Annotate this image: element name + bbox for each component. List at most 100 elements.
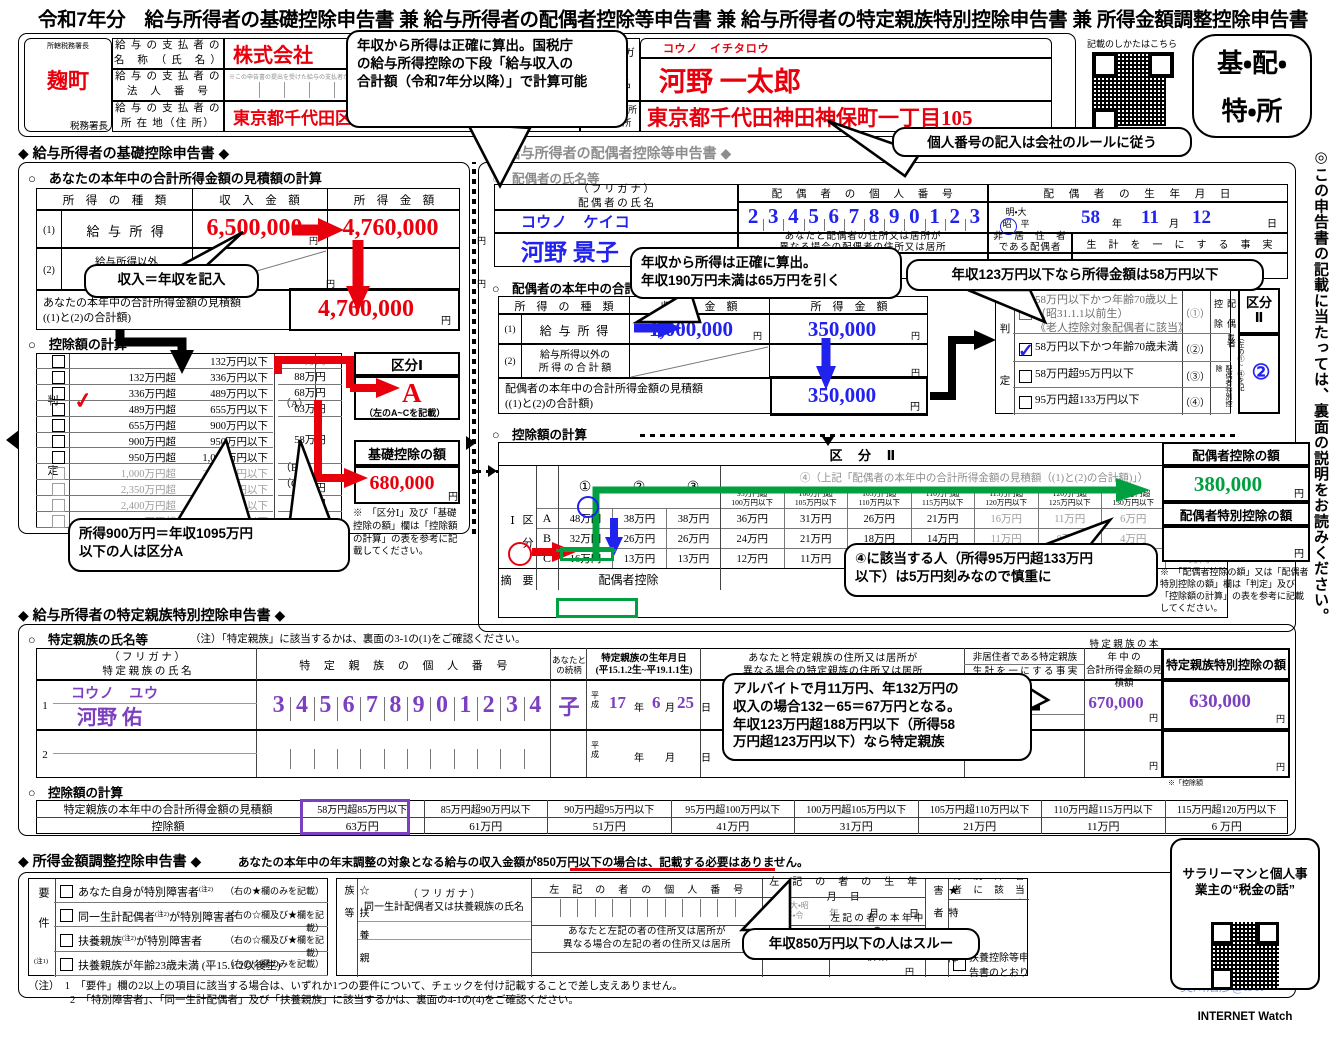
qr-finder-tr — [1148, 52, 1174, 78]
digit-divider — [453, 697, 455, 721]
callout-tail-9 — [738, 876, 792, 932]
checkbox[interactable] — [52, 482, 65, 496]
deduct-cell: 11万円 — [974, 528, 1038, 548]
mynumber-digit: 3 — [969, 203, 981, 228]
kiso-yen: 円 — [448, 492, 458, 503]
checkbox[interactable] — [60, 958, 73, 972]
relative-row2-day-unit: 日 — [701, 753, 711, 764]
relative-deduction-value-box[interactable]: 630,000 円 — [1162, 680, 1290, 730]
digit-divider — [803, 219, 805, 231]
dot-separator-arrow — [466, 436, 476, 450]
digit-divider — [884, 219, 886, 231]
basic-grade-a: （A） — [280, 398, 309, 410]
spouse-judge-label-2: 定 — [999, 375, 1011, 387]
digit-divider — [559, 899, 561, 917]
kubun2-green-underline — [556, 549, 616, 552]
kiso-title-box: 基礎控除の額 — [354, 440, 460, 466]
checkbox[interactable] — [1019, 342, 1032, 356]
mynumber-digit: 2 — [747, 203, 759, 228]
mynumber-digit: 2 — [949, 203, 960, 228]
mynumber-digit: 8 — [868, 203, 880, 228]
spouse-section-title: ◆ 給与所得者の配偶者控除等申告書 ◆ — [492, 145, 732, 161]
your-addr: 東京都千代田神田神保町一丁目105 — [647, 105, 973, 130]
relative-col-nonres: 非居住者である特定親族 生 計 を 一 に す る 事 実 — [972, 652, 1078, 677]
checkbox[interactable] — [52, 371, 65, 385]
checkbox[interactable] — [1019, 395, 1032, 409]
tax-office-suffix: 税務署長 — [69, 122, 108, 132]
kubun1-value-box[interactable]: A （左のA~Cを記載） — [354, 376, 460, 420]
checkbox[interactable] — [52, 355, 65, 369]
promo-text: サラリーマンと個人事 業主の“税金の話” — [1182, 866, 1308, 898]
band-cell: 95万円超100万円以下 — [670, 800, 795, 817]
relative-col-mynumber: 特 定 親 族 の 個 人 番 号 — [299, 660, 509, 672]
checkbox[interactable] — [52, 419, 65, 433]
mynumber-digit: 4 — [295, 691, 308, 718]
your-name-cell[interactable]: 河野 一太郎 — [640, 58, 1052, 101]
checkbox[interactable] — [60, 933, 73, 947]
haigu-tokubetsu-value-box[interactable]: 円 — [1162, 526, 1310, 562]
mynumber-digit: 9 — [412, 691, 425, 718]
your-kana: コウノ イチタロウ — [663, 43, 770, 55]
haigu-value-box[interactable]: 380,000 円 — [1162, 466, 1310, 502]
mynumber-digit: 4 — [788, 203, 799, 228]
checkbox[interactable] — [60, 909, 73, 923]
relative-row1-name: 河野 佑 — [77, 707, 142, 729]
mynumber-digit: 3 — [272, 691, 285, 718]
amount-cell: 41万円 — [670, 817, 794, 834]
qr-finder-tl — [1092, 52, 1118, 78]
basic-total-value: 4,760,000 — [318, 295, 414, 322]
deduct-cell: 38万円 — [666, 508, 720, 528]
adjust-section-title: ◆ 所得金額調整控除申告書 ◆ — [18, 853, 202, 869]
checkbox[interactable] — [52, 466, 65, 480]
spouse-birth-label-cell: 配 偶 者 の 生 年 月 日 — [988, 184, 1288, 202]
grade-label: A — [536, 508, 558, 528]
deduct-cell: 21万円 — [783, 528, 847, 548]
spouse-birth-year-unit: 年 — [1112, 219, 1122, 230]
kiso-value-box[interactable]: 680,000 円 — [354, 466, 460, 504]
digit-divider — [964, 219, 966, 231]
your-kana-cell[interactable]: コウノ イチタロウ — [640, 38, 1052, 58]
judge-row: 58万円以下かつ年齢70歳以上 （昭31.1.1以前生） 《老人控除対象配偶者に… — [1013, 290, 1231, 334]
spouse-birth-cell[interactable]: 明・大 昭 平 58 年 11 月 12 日 — [988, 202, 1288, 235]
amount-cell: 21万円 — [917, 817, 1041, 834]
checkbox[interactable] — [52, 434, 65, 448]
checkbox[interactable] — [60, 884, 73, 898]
basic-deduct-title: ○ 控除額の計算 — [28, 337, 127, 352]
checkbox[interactable] — [1019, 369, 1032, 383]
basic-judge-label-2: 定 — [47, 465, 59, 477]
spouse-row1-label: 給 与 所 得 — [539, 323, 611, 338]
adjust-req-label: 要 件 — [37, 887, 49, 931]
band-cell: 85万円超90万円以下 — [423, 800, 548, 817]
checkbox[interactable] — [52, 450, 65, 464]
qr-code-promo[interactable] — [1211, 922, 1279, 991]
spouse-mynumber-label: 配 偶 者 の 個 人 番 号 — [771, 188, 955, 200]
kiso-value: 680,000 — [369, 471, 435, 494]
arrow-blue-spouse-total — [816, 338, 836, 390]
grade-label: B — [536, 528, 558, 548]
spouse-kana-cell[interactable]: コウノ ケイコ — [494, 210, 738, 233]
checkbox[interactable] — [52, 387, 65, 401]
adjust-mynumber-grid — [542, 899, 752, 923]
range-lower: 336万円超 — [128, 389, 176, 401]
spouse-total-yen: 円 — [910, 402, 920, 413]
deduct-cell: 11万円 — [1037, 508, 1101, 528]
spouse-name: 河野 景子 — [521, 240, 619, 265]
kubun2-value-box[interactable]: ② — [1238, 334, 1280, 414]
judge-text: 95万円超133万円以下 — [1035, 394, 1140, 406]
checkbox[interactable] — [52, 498, 65, 512]
relative-deduction-value-box-2[interactable]: 円 — [1162, 730, 1290, 778]
your-addr-cell[interactable]: 東京都千代田神田神保町一丁目105 — [640, 101, 1052, 132]
arrow-red-kiso — [314, 400, 368, 488]
digit-divider — [407, 697, 408, 721]
relative-row-2: 2 平 成 年 月 日 円 — [36, 730, 1162, 778]
spouse-row1-income: 350,000 — [807, 316, 877, 341]
checkbox[interactable] — [52, 514, 65, 528]
checkbox[interactable] — [52, 403, 65, 417]
relative-row2-month-unit: 月 — [665, 753, 675, 764]
adjust-day-unit: 日 — [909, 909, 919, 920]
relative-names-note: （注）「特定親族」に該当するかは、裏面の3-1の(1)をご確認ください。 — [190, 634, 526, 645]
